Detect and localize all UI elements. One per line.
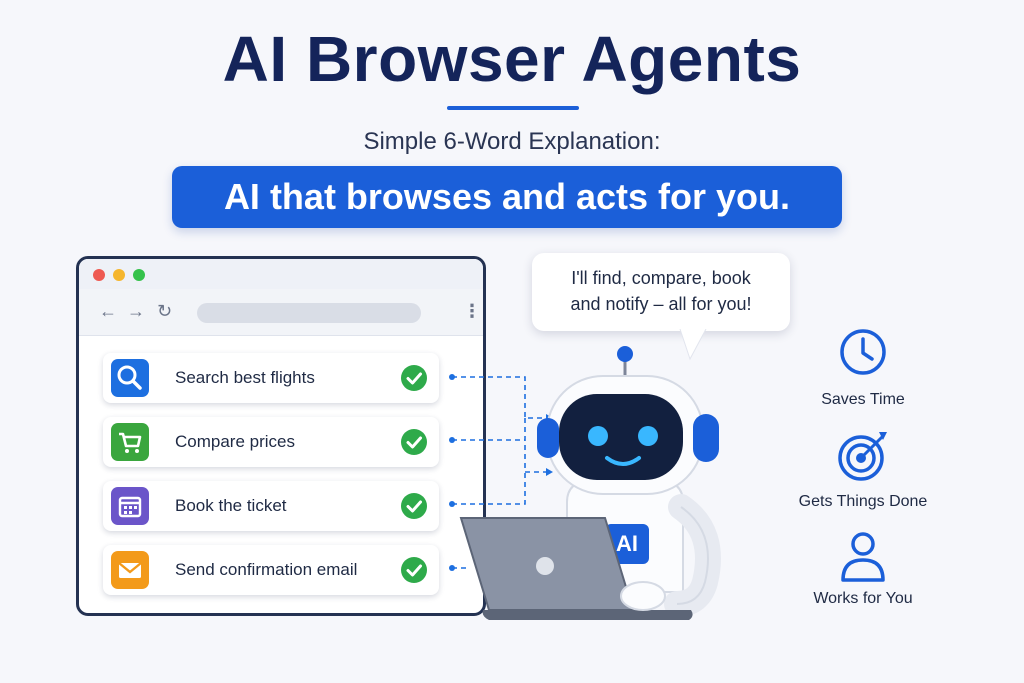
benefit-label: Gets Things Done (798, 493, 928, 510)
speech-bubble: I'll find, compare, book and notify – al… (532, 253, 790, 331)
task-item-compare: Compare prices (103, 417, 439, 467)
explanation-banner: AI that browses and acts for you. (172, 166, 842, 228)
minimize-dot-icon[interactable] (113, 269, 125, 281)
task-item-email: Send confirmation email (103, 545, 439, 595)
benefits-column: Saves Time Gets Things Done Works for Yo… (763, 326, 963, 626)
task-label: Send confirmation email (175, 560, 358, 579)
envelope-icon (111, 551, 149, 589)
task-label: Compare prices (175, 432, 295, 451)
speech-line-1: I'll find, compare, book (571, 268, 751, 288)
task-label: Book the ticket (175, 496, 287, 515)
target-icon (838, 432, 887, 481)
speech-bubble-tail (679, 329, 707, 361)
connector-lines (449, 374, 553, 571)
check-icon (401, 365, 427, 391)
task-item-book: Book the ticket (103, 481, 439, 531)
arrow-right-icon[interactable]: → (127, 301, 145, 321)
subtitle: Simple 6-Word Explanation: (363, 128, 661, 155)
robot-chest-label: AI (616, 531, 638, 556)
arrow-left-icon[interactable]: ← (99, 301, 117, 321)
more-vertical-icon[interactable]: ⋮ (463, 301, 481, 321)
browser-titlebar (79, 259, 483, 290)
check-icon (401, 429, 427, 455)
close-dot-icon[interactable] (93, 269, 105, 281)
clock-icon (840, 329, 886, 375)
refresh-icon[interactable]: ↻ (157, 301, 173, 321)
browser-window: ← → ↻ ⋮ Search best flights Compare pric… (76, 256, 486, 616)
check-icon (401, 557, 427, 583)
page-title: AI Browser Agents (222, 23, 802, 95)
check-icon (401, 493, 427, 519)
benefit-label: Works for You (813, 590, 913, 607)
address-bar[interactable] (197, 303, 421, 323)
search-icon (111, 359, 149, 397)
browser-toolbar: ← → ↻ ⋮ (79, 289, 483, 336)
benefit-label: Saves Time (821, 391, 905, 408)
robot-illustration (459, 346, 721, 620)
person-icon (841, 532, 885, 582)
cart-icon (111, 423, 149, 461)
task-item-search: Search best flights (103, 353, 439, 403)
task-label: Search best flights (175, 368, 315, 387)
calendar-icon (111, 487, 149, 525)
speech-line-2: and notify – all for you! (570, 294, 752, 314)
maximize-dot-icon[interactable] (133, 269, 145, 281)
title-underline (447, 106, 579, 110)
